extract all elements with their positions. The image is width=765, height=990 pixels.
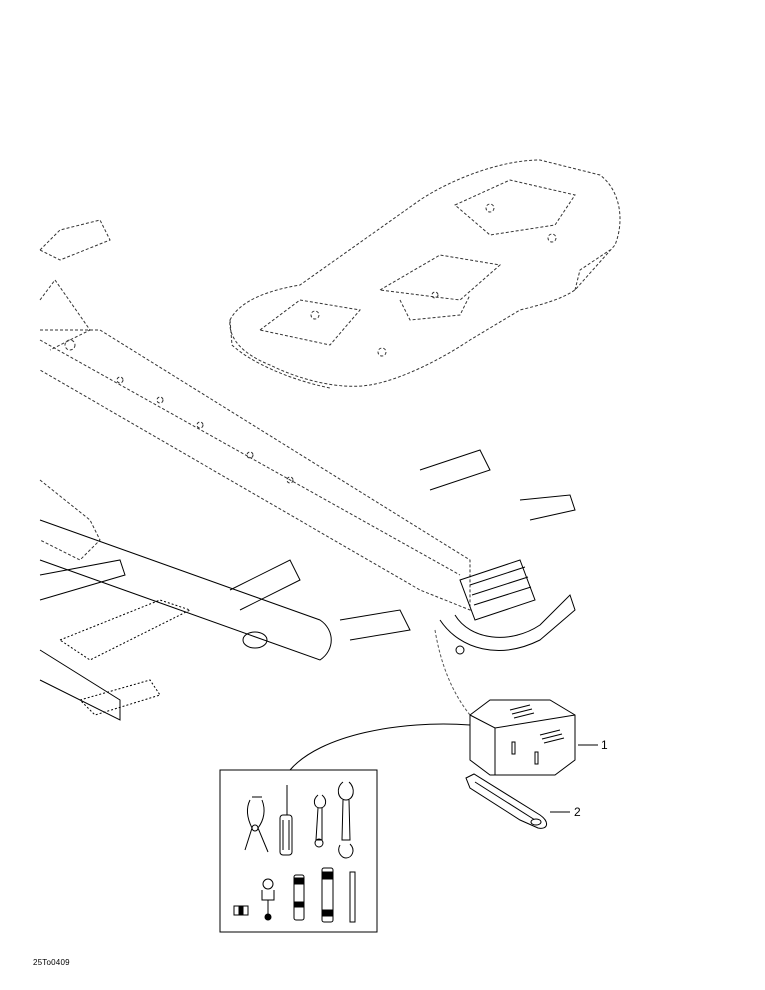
frame-rail	[39, 219, 471, 611]
wrench-large-icon	[337, 781, 354, 859]
leader-line-toolbox	[434, 629, 471, 716]
pliers-icon	[244, 796, 269, 853]
fuse-icon	[233, 905, 249, 916]
wrench-small-icon	[313, 794, 327, 848]
socket-wrench-icon	[293, 874, 305, 921]
lever-tool	[465, 773, 547, 829]
frame-lower	[39, 449, 576, 721]
screwdriver-icon	[279, 785, 293, 856]
socket-extension-icon	[321, 867, 334, 923]
rear-rack	[229, 159, 621, 389]
drawing-code: 25To0409	[33, 958, 70, 967]
leader-line-toolkit	[289, 723, 471, 771]
tool-kit-box	[219, 769, 378, 933]
spark-plug-icon	[261, 878, 275, 921]
rod-icon	[349, 871, 356, 923]
callout-number-1: 1	[601, 738, 608, 752]
toolbox	[469, 699, 576, 776]
tail-light	[439, 559, 576, 655]
callout-number-2: 2	[574, 805, 581, 819]
